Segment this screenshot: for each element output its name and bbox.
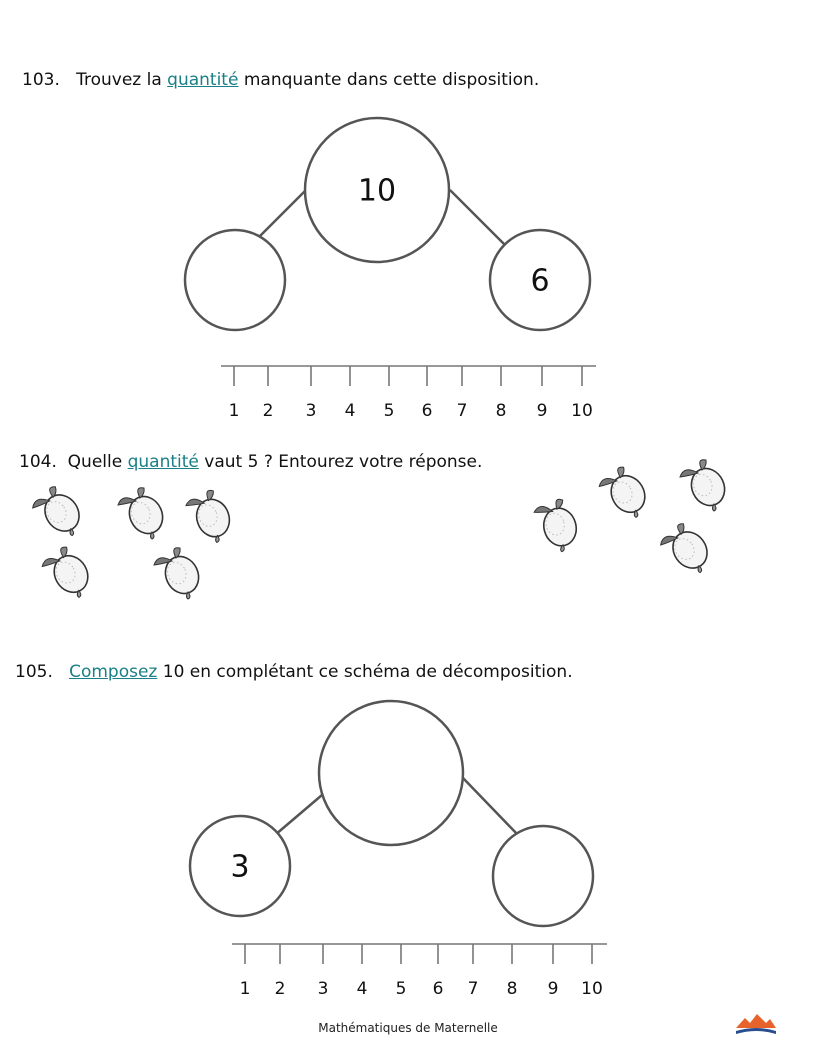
number-line-label: 4 — [357, 979, 368, 999]
bond-left-part-circle[interactable] — [183, 228, 287, 332]
lemon-group-b[interactable] — [527, 458, 732, 580]
question-105: 105. Composez 10 en complétant ce schéma… — [15, 662, 573, 682]
number-line-label: 3 — [306, 401, 317, 421]
vocab-link-quantite[interactable]: quantité — [127, 452, 199, 472]
number-line-label: 7 — [468, 979, 479, 999]
bond-right-part-circle[interactable] — [491, 824, 595, 928]
question-104: 104. Quelle quantité vaut 5 ? Entourez v… — [19, 452, 482, 472]
number-line-label: 2 — [275, 979, 286, 999]
number-line-label: 3 — [318, 979, 329, 999]
number-line-label: 9 — [537, 401, 548, 421]
number-line-105: 1 2 3 4 5 6 7 8 9 10 — [232, 943, 607, 999]
question-number: 103. — [22, 70, 60, 90]
bond-left-value: 3 — [230, 850, 249, 885]
lemon-icon — [596, 464, 654, 522]
question-text-end: manquante dans cette disposition. — [243, 70, 540, 90]
question-text: Quelle — [67, 452, 123, 472]
vocab-link-quantite[interactable]: quantité — [167, 70, 239, 90]
number-line-label: 5 — [384, 401, 395, 421]
page-footer: Mathématiques de Maternelle — [318, 1021, 498, 1035]
number-line-label: 8 — [507, 979, 518, 999]
question-number: 105. — [15, 662, 53, 682]
number-line-103: 1 2 3 4 5 6 7 8 9 10 — [221, 365, 596, 421]
lemon-icon — [39, 544, 97, 602]
bond-connector-left — [257, 189, 307, 239]
bond-connector-right — [462, 777, 519, 836]
number-line-label: 5 — [396, 979, 407, 999]
question-number: 104. — [19, 452, 57, 472]
lemon-icon — [117, 486, 170, 540]
number-line-label: 8 — [496, 401, 507, 421]
bond-connector-right — [449, 189, 506, 246]
number-line-label: 2 — [263, 401, 274, 421]
number-line-label: 10 — [571, 401, 593, 421]
number-line-label: 6 — [433, 979, 444, 999]
question-text-end: vaut 5 ? Entourez votre réponse. — [204, 452, 483, 472]
lemon-icon — [527, 494, 588, 556]
number-bond-103: 10 6 — [183, 116, 592, 332]
question-103: 103. Trouvez la quantité manquante dans … — [22, 70, 539, 90]
lemon-group-a[interactable] — [28, 481, 239, 602]
lemon-icon — [679, 458, 732, 512]
bond-right-part-circle[interactable] — [488, 228, 592, 332]
number-line-label: 7 — [457, 401, 468, 421]
question-text-end: 10 en complétant ce schéma de décomposit… — [162, 662, 573, 682]
lemon-icon — [182, 487, 239, 545]
number-line-label: 1 — [229, 401, 240, 421]
bond-connector-left — [274, 794, 323, 836]
number-line-label: 4 — [345, 401, 356, 421]
bond-left-part-circle[interactable] — [188, 814, 292, 918]
number-line-label: 9 — [548, 979, 559, 999]
mountain-logo-icon — [736, 1014, 776, 1034]
number-line-label: 10 — [581, 979, 603, 999]
number-line-label: 1 — [240, 979, 251, 999]
bond-whole-circle[interactable] — [303, 116, 451, 264]
bond-whole-value: 10 — [358, 174, 396, 209]
bond-whole-circle[interactable] — [317, 699, 465, 847]
bond-right-value: 6 — [530, 264, 549, 299]
number-bond-105: 3 — [188, 699, 595, 928]
vocab-link-composez[interactable]: Composez — [69, 662, 158, 682]
question-text: Trouvez la — [76, 70, 162, 90]
number-line-label: 6 — [422, 401, 433, 421]
lemon-icon — [656, 518, 718, 580]
lemon-icon — [153, 546, 206, 600]
lemon-icon — [28, 481, 90, 543]
